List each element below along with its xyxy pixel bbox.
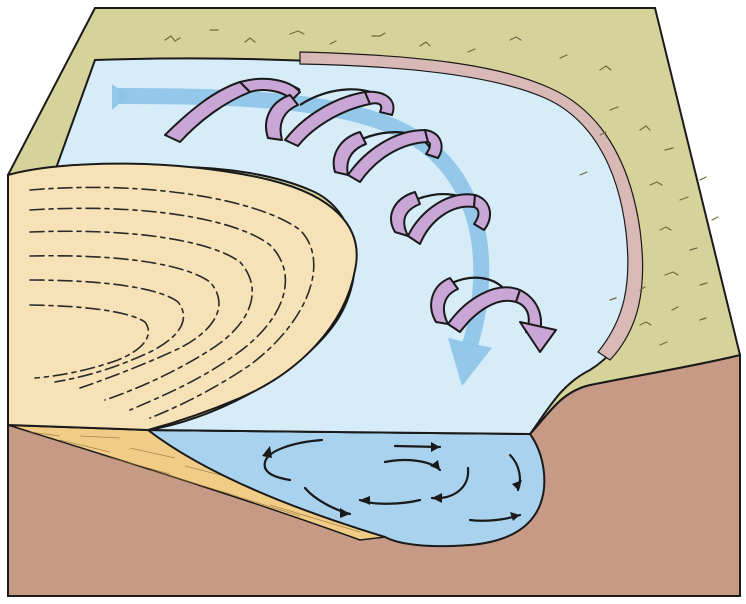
top-surface [8, 8, 740, 434]
